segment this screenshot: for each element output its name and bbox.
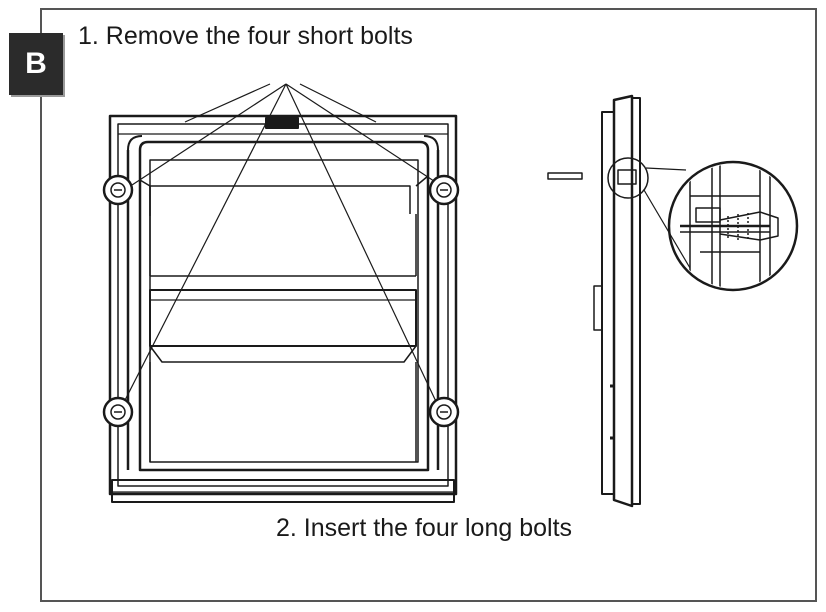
zoom-detail	[667, 160, 799, 292]
step-2-instruction: 2. Insert the four long bolts	[276, 514, 573, 542]
long-bolt-icon	[547, 172, 583, 180]
step-badge: B	[9, 33, 63, 95]
step-1-instruction: 1. Remove the four short bolts	[78, 22, 413, 50]
bolt-top-right-icon	[428, 174, 460, 206]
front-view	[102, 83, 460, 503]
side-view	[547, 94, 691, 508]
diagram-frame	[40, 8, 817, 602]
bolt-top-left-icon	[102, 174, 134, 206]
bolt-bottom-left-icon	[102, 396, 134, 428]
bolt-bottom-right-icon	[428, 396, 460, 428]
